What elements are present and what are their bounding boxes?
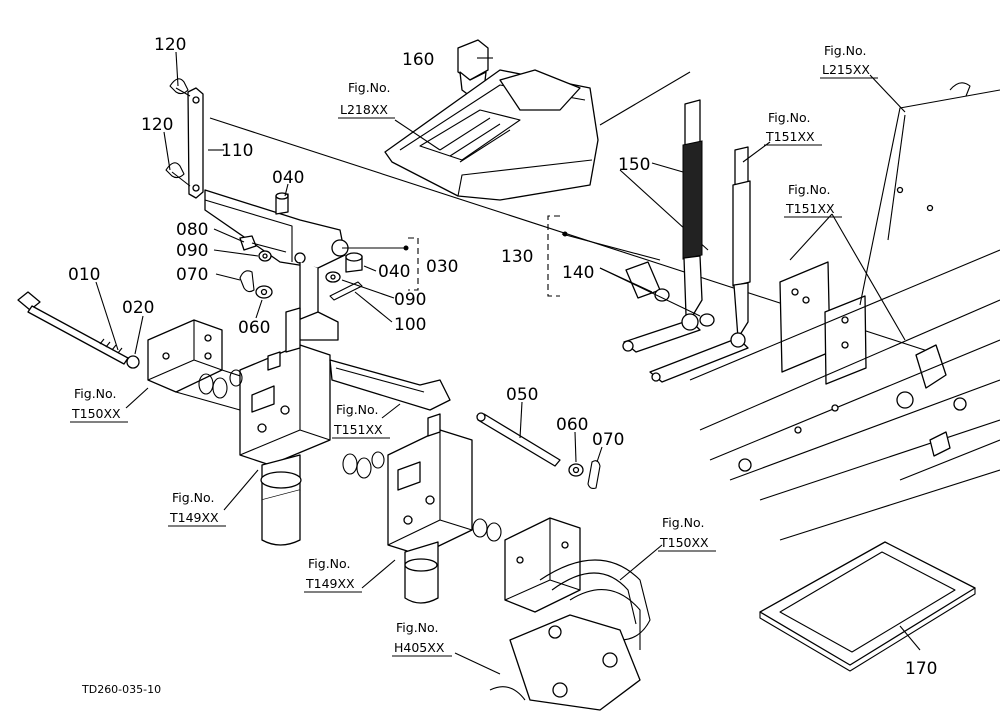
lever-t151 (649, 146, 751, 383)
label-110: 110 (221, 141, 253, 161)
fig-ref-H405XX: Fig.No. H405XX (392, 620, 452, 657)
bushings-140 (625, 261, 715, 327)
fig-number: T151XX (333, 422, 383, 437)
bolt-080 (239, 235, 287, 253)
label-100: 100 (394, 315, 426, 335)
label-070-left: 070 (176, 265, 208, 285)
fig-label: Fig.No. (788, 182, 830, 197)
label-120-upper: 120 (154, 35, 186, 55)
fig-number: H405XX (394, 640, 445, 655)
lever-150 (622, 99, 703, 353)
label-150: 150 (618, 155, 650, 175)
label-120-lower: 120 (141, 115, 173, 135)
label-090-right: 090 (394, 290, 426, 310)
label-040-upper: 040 (272, 168, 304, 188)
fig-ref-T151XX-middle: Fig.No. T151XX (784, 182, 842, 218)
cotter-pin-100 (329, 281, 363, 301)
label-060-right: 060 (556, 415, 588, 435)
drawing-code: TD260-035-10 (81, 683, 161, 696)
operator-manual-170 (759, 541, 976, 672)
fig-ref-T149XX-right: Fig.No. T149XX (304, 556, 362, 593)
hydraulic-pipes (539, 559, 651, 650)
fig-number: T150XX (71, 406, 121, 421)
label-090-left: 090 (176, 241, 208, 261)
part-number-labels: 120 120 110 040 080 090 070 060 040 030 … (68, 35, 937, 679)
fig-number: L215XX (822, 62, 870, 77)
washer-090-b (325, 271, 341, 283)
fig-label: Fig.No. (396, 620, 438, 635)
fig-label: Fig.No. (336, 402, 378, 417)
label-080: 080 (176, 220, 208, 240)
fig-label: Fig.No. (348, 80, 390, 95)
washer-090-a (258, 250, 272, 262)
seal-rings-2 (342, 451, 502, 542)
lever-bracket-030 (204, 189, 349, 341)
label-030: 030 (426, 257, 458, 277)
label-040-lower: 040 (378, 262, 410, 282)
label-170: 170 (905, 659, 937, 679)
control-valve-block-1 (239, 307, 331, 546)
fig-label: Fig.No. (74, 386, 116, 401)
bracket-dot-030 (403, 245, 409, 251)
fig-number: T149XX (169, 510, 219, 525)
fig-ref-L218XX: Fig.No. L218XX (338, 80, 395, 119)
label-020: 020 (122, 298, 154, 318)
fig-label: Fig.No. (824, 43, 866, 58)
label-060-left: 060 (238, 318, 270, 338)
fig-ref-T151XX-upper: Fig.No. T151XX (764, 110, 822, 146)
seal-rings-1 (198, 369, 243, 399)
control-valve-block-2 (387, 413, 473, 604)
fig-label: Fig.No. (768, 110, 810, 125)
clip-pin-120-upper (169, 78, 191, 97)
fig-ref-T151XX-lower: Fig.No. T151XX (332, 402, 390, 439)
label-010: 010 (68, 265, 100, 285)
leader-lines (95, 51, 921, 675)
assembly-bracket-030 (408, 237, 419, 291)
console-cover (384, 69, 599, 201)
fig-number: T150XX (659, 535, 709, 550)
label-130: 130 (501, 247, 533, 267)
fig-ref-T150XX-left: Fig.No. T150XX (70, 386, 128, 423)
clip-pin-120-lower (165, 162, 191, 187)
washer-020 (126, 355, 140, 369)
fig-number: T151XX (765, 129, 815, 144)
washer-060-a (255, 285, 273, 299)
bracket-dot-130 (562, 231, 568, 237)
fig-label: Fig.No. (172, 490, 214, 505)
label-160: 160 (402, 50, 434, 70)
assembly-bracket-130 (547, 215, 560, 297)
fig-number: T149XX (305, 576, 355, 591)
pin-050 (476, 412, 561, 467)
fig-number: T151XX (785, 201, 835, 216)
washer-060-b (568, 463, 584, 477)
bushing-040-upper (275, 192, 289, 215)
fig-label: Fig.No. (662, 515, 704, 530)
cotter-pin-070-b (587, 460, 601, 490)
long-bolt-010 (17, 291, 129, 365)
fig-label: Fig.No. (308, 556, 350, 571)
bushing-040-lower (345, 252, 363, 273)
label-070-right: 070 (592, 430, 624, 450)
label-140: 140 (562, 263, 594, 283)
end-plate-right (504, 517, 581, 613)
leader-console (599, 71, 691, 126)
hydraulic-fitting-bottom (489, 614, 641, 711)
cotter-pin-070-a (239, 270, 255, 293)
fig-ref-T149XX-left: Fig.No. T149XX (168, 490, 226, 527)
fig-number: L218XX (340, 102, 388, 117)
fig-ref-L215XX: Fig.No. L215XX (820, 43, 878, 79)
chassis-frame (689, 82, 1000, 541)
label-050: 050 (506, 385, 538, 405)
fig-ref-T150XX-right: Fig.No. T150XX (658, 515, 716, 552)
lever-arm-middle (329, 359, 451, 411)
